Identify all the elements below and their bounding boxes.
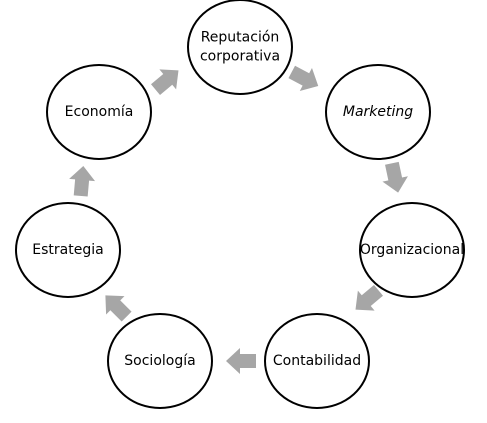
node-contabilidad: Contabilidad bbox=[264, 313, 370, 409]
node-label-organizacional: Organizacional bbox=[360, 242, 464, 258]
node-marketing: Marketing bbox=[325, 64, 431, 160]
flow-arrow-3 bbox=[355, 284, 383, 311]
node-circle-marketing bbox=[325, 64, 431, 160]
node-circle-economia bbox=[46, 64, 152, 160]
node-circle-reputacion bbox=[187, 0, 293, 95]
flow-arrow-6 bbox=[69, 166, 96, 197]
node-organizacional: Organizacional bbox=[359, 202, 465, 298]
node-reputacion: Reputación corporativa bbox=[187, 0, 293, 95]
node-economia: Economía bbox=[46, 64, 152, 160]
flow-arrow-4 bbox=[226, 348, 256, 374]
flow-arrow-7 bbox=[151, 69, 179, 96]
flow-arrow-1 bbox=[288, 65, 319, 91]
node-label-economia: Economía bbox=[65, 104, 134, 120]
node-label-reputacion-2: corporativa bbox=[200, 49, 280, 65]
node-circle-organizacional bbox=[359, 202, 465, 298]
flow-arrow-2 bbox=[382, 161, 408, 193]
node-label-reputacion-1: Reputación bbox=[201, 30, 280, 46]
node-label-sociologia: Sociología bbox=[124, 353, 195, 369]
node-label-contabilidad: Contabilidad bbox=[273, 353, 361, 369]
node-circle-sociologia bbox=[107, 313, 213, 409]
flow-arrow-5 bbox=[105, 295, 132, 322]
node-estrategia: Estrategia bbox=[15, 202, 121, 298]
node-circle-estrategia bbox=[15, 202, 121, 298]
node-label-estrategia: Estrategia bbox=[32, 242, 103, 258]
node-label-marketing: Marketing bbox=[343, 104, 413, 120]
node-circle-contabilidad bbox=[264, 313, 370, 409]
node-sociologia: Sociología bbox=[107, 313, 213, 409]
